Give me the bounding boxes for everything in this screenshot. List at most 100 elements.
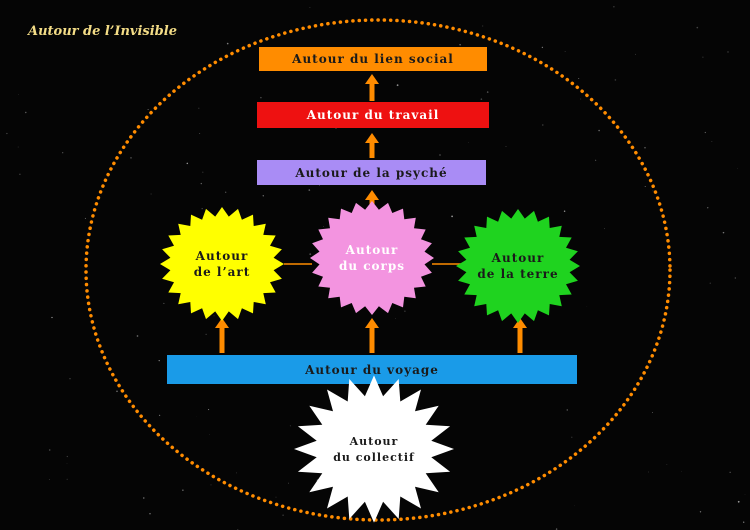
arrow-voyage-to-terre <box>513 318 527 353</box>
burst-art <box>160 207 284 321</box>
star-dot <box>598 129 600 132</box>
star-dot <box>722 231 725 234</box>
star-dot <box>652 412 653 413</box>
star-dot <box>729 471 731 473</box>
star-dot <box>236 472 237 474</box>
star-dot <box>205 333 207 335</box>
star-dot <box>262 195 264 197</box>
burst-collectif <box>294 375 454 523</box>
star-dot <box>200 182 202 185</box>
burst-collectif-line1: Autour <box>349 435 399 448</box>
star-dot <box>468 142 469 144</box>
burst-art-line1: Autour <box>195 249 249 263</box>
star-dot <box>202 171 204 173</box>
star-dot <box>323 225 324 227</box>
star-dot <box>681 470 682 472</box>
arrow-head <box>365 133 379 143</box>
star-dot <box>208 409 210 411</box>
burst-label-terre: Autour de la terre <box>463 242 573 290</box>
arrow-shaft <box>517 326 523 353</box>
star-dot <box>648 471 650 473</box>
dotted-outer-ellipse <box>84 18 672 522</box>
star-dot <box>564 51 566 52</box>
arrow-voyage-to-corps <box>365 318 379 353</box>
star-dot <box>644 186 646 187</box>
star-dot <box>396 84 399 87</box>
bar-travail <box>257 102 489 128</box>
arrow-voyage-to-art <box>215 318 229 353</box>
arrow-travail-to-lien-social <box>365 74 379 101</box>
star-dot <box>288 482 289 484</box>
star-dot <box>666 464 668 465</box>
star-dot <box>541 46 544 49</box>
star-dot <box>571 436 573 438</box>
star-dot <box>107 30 109 32</box>
star-dot <box>318 184 320 186</box>
star-dot <box>143 497 145 499</box>
star-dot <box>459 44 461 46</box>
bar-label-lien-social: Autour du lien social <box>292 52 454 66</box>
star-dot <box>210 484 212 486</box>
star-dot <box>614 79 617 81</box>
star-dot <box>226 42 229 45</box>
star-dot <box>574 505 575 507</box>
star-dot <box>150 193 152 195</box>
star-dot <box>505 146 507 147</box>
star-dot <box>563 210 566 213</box>
burst-terre-line2: de la terre <box>477 267 559 281</box>
star-dot <box>84 217 86 219</box>
star-dot <box>486 91 489 93</box>
star-dot <box>158 414 161 417</box>
arrow-head <box>365 318 379 328</box>
star-dot <box>737 500 740 503</box>
burst-art-line2: de l’art <box>193 265 251 279</box>
bar-voyage <box>167 355 577 384</box>
star-dot <box>395 317 396 319</box>
star-dot <box>149 513 151 515</box>
star-dot <box>727 51 729 53</box>
star-dot <box>209 434 210 436</box>
star-dot <box>555 528 558 530</box>
star-dot <box>289 425 291 427</box>
bar-label-psyche: Autour de la psyché <box>295 165 448 180</box>
star-dot <box>116 390 118 393</box>
star-dot <box>707 207 709 209</box>
star-dot <box>48 479 50 481</box>
star-dot <box>480 98 483 100</box>
arrow-shaft <box>369 141 375 158</box>
star-dot <box>186 162 189 165</box>
arrow-head <box>365 74 379 84</box>
star-dot <box>158 359 160 362</box>
burst-label-collectif: Autour du collectif <box>319 430 429 470</box>
star-dot <box>275 496 277 498</box>
arrow-head <box>365 190 379 200</box>
arrow-shaft <box>219 326 225 353</box>
star-dot <box>48 449 51 451</box>
bar-psyche <box>257 160 486 185</box>
star-dot <box>404 310 406 312</box>
star-dot <box>309 253 312 255</box>
star-dot <box>66 478 68 480</box>
burst-corps <box>310 201 434 315</box>
star-dot <box>17 146 19 148</box>
star-dot <box>711 141 713 142</box>
star-dot <box>644 146 646 149</box>
star-dot <box>213 315 215 317</box>
bar-label-travail: Autour du travail <box>306 108 440 122</box>
star-dot <box>309 6 311 8</box>
star-dot <box>696 26 699 29</box>
star-dot <box>451 215 453 218</box>
star-dot <box>709 282 711 284</box>
star-dot <box>225 191 227 193</box>
star-dot <box>439 154 441 156</box>
bar-label-voyage: Autour du voyage <box>305 362 439 377</box>
star-dot <box>198 107 200 110</box>
bar-lien-social <box>259 47 487 71</box>
star-dot <box>743 521 745 523</box>
star-dot <box>147 109 149 110</box>
star-dot <box>25 111 27 114</box>
star-dot <box>580 98 582 100</box>
star-dot <box>66 455 68 458</box>
star-dot <box>613 6 615 8</box>
